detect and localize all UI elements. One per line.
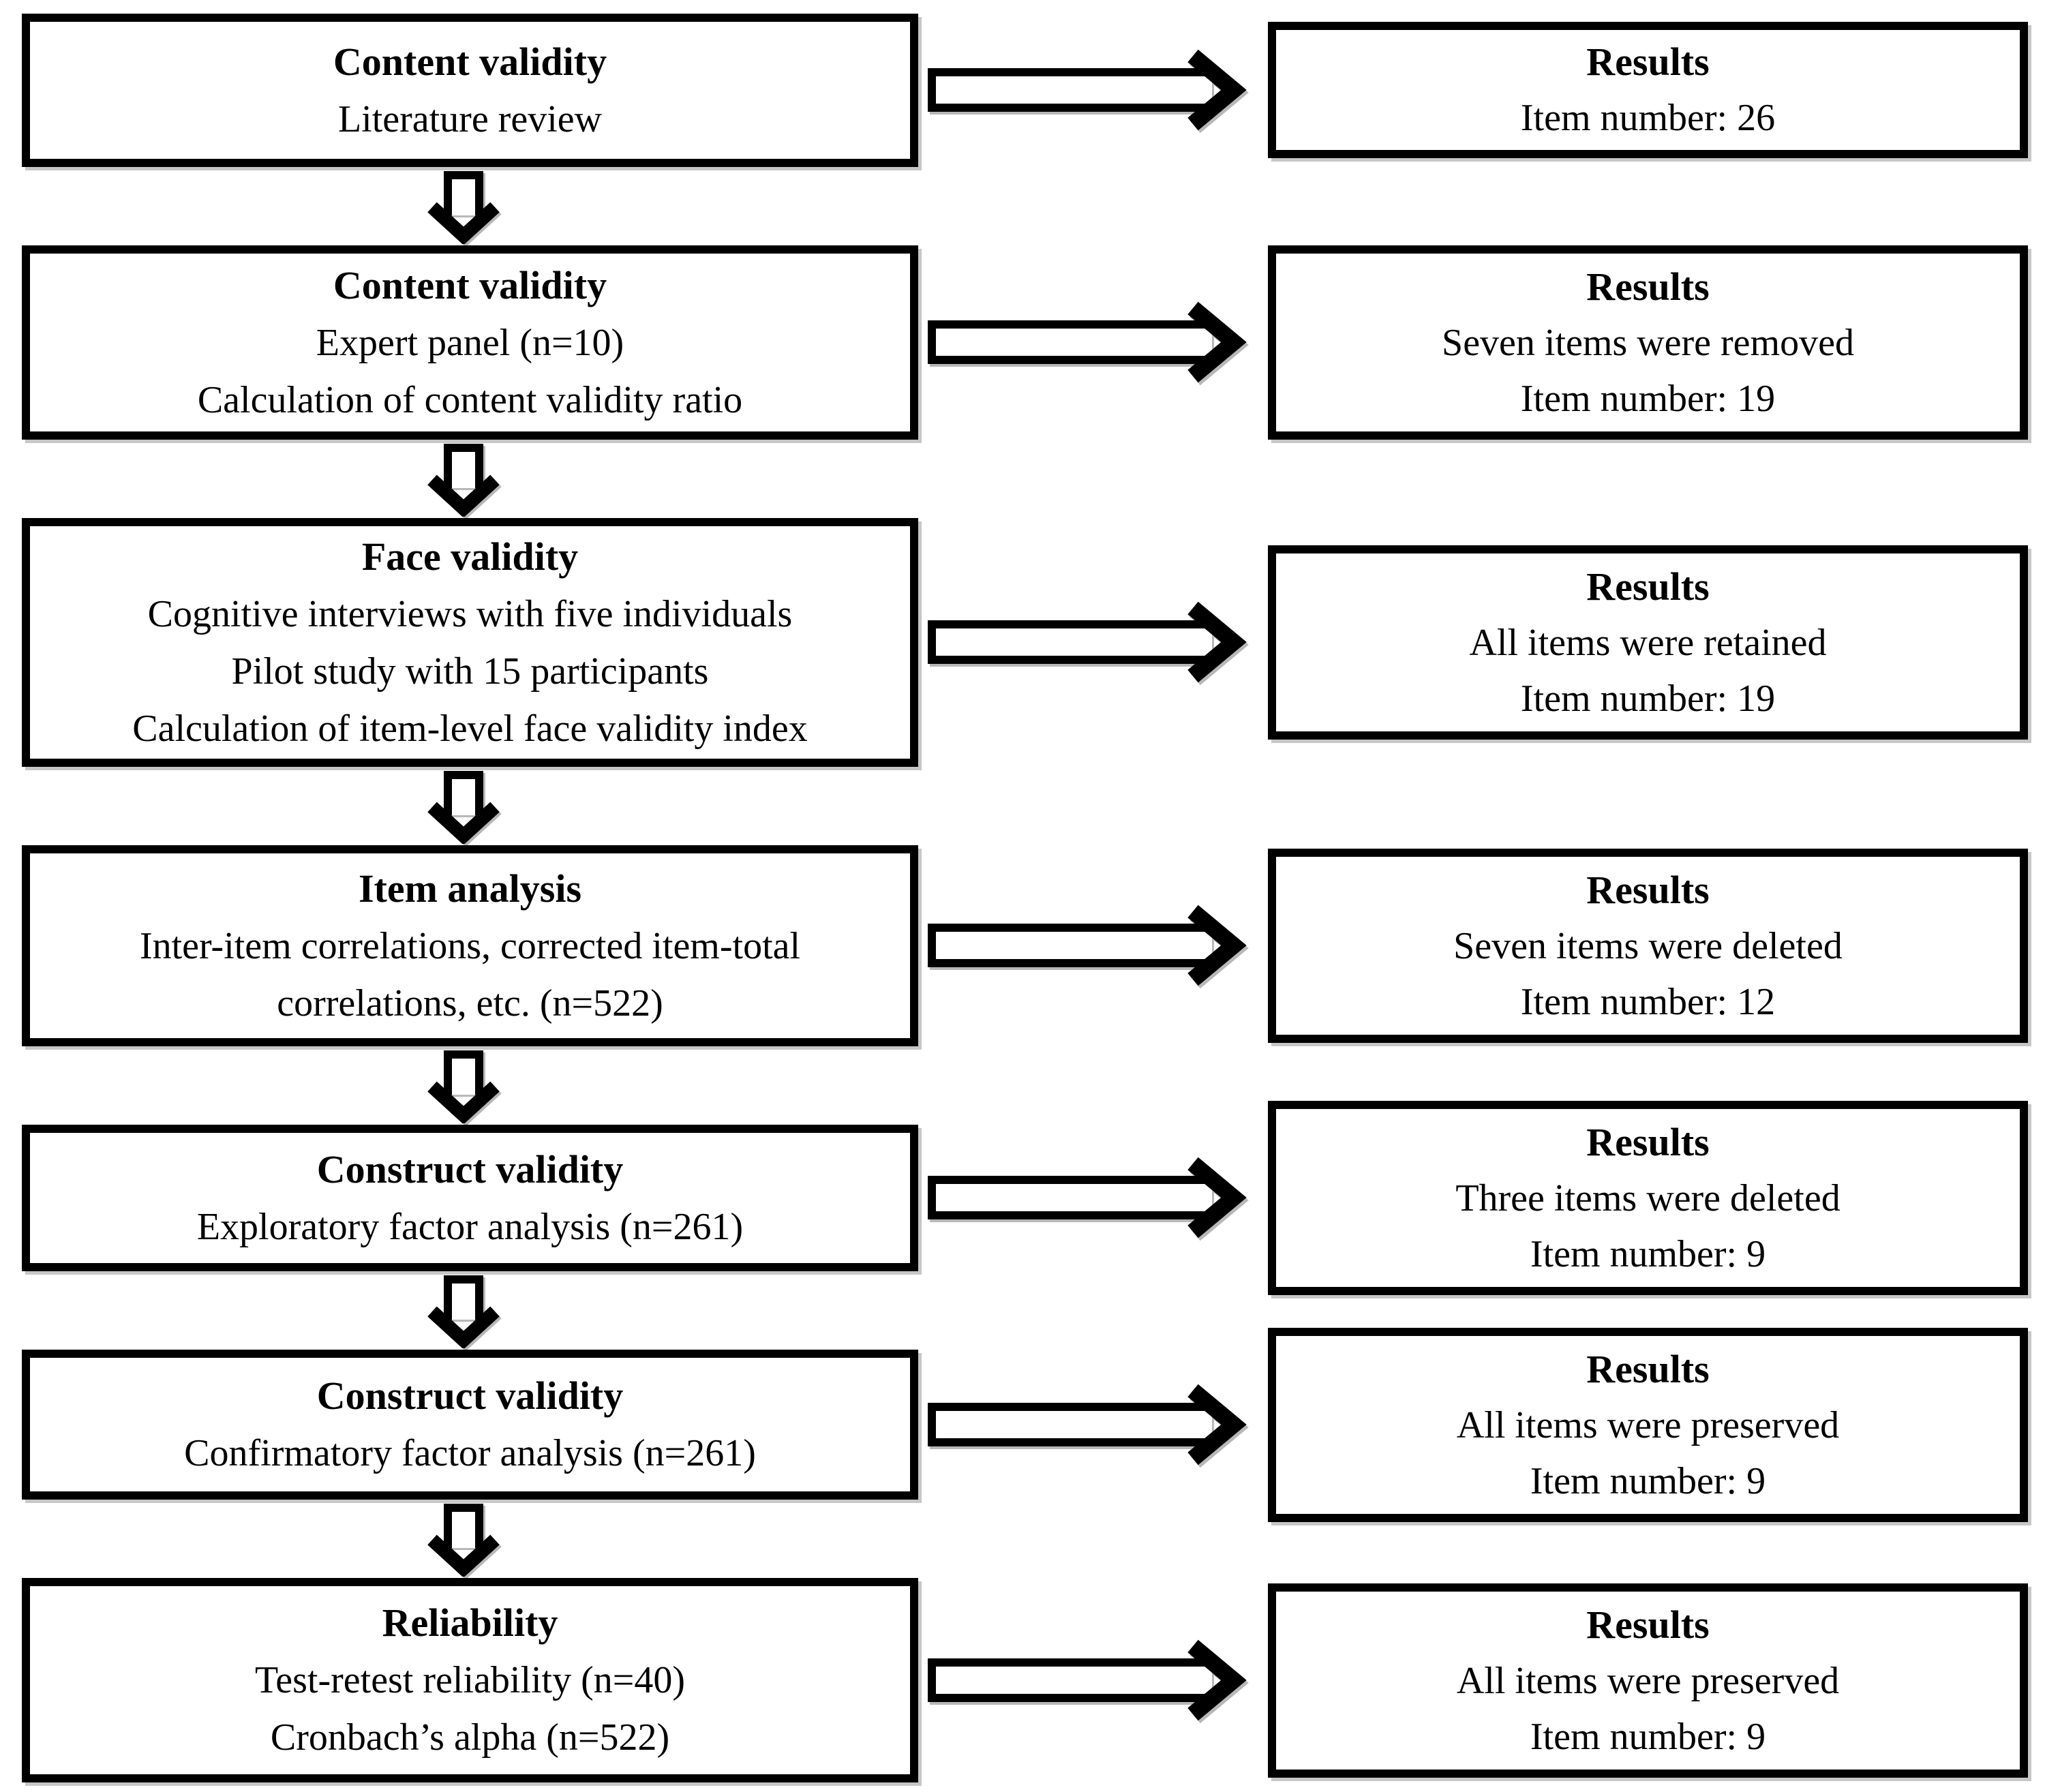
result-line: Item number: 19 bbox=[1520, 677, 1776, 720]
arrow-down-icon bbox=[409, 1048, 518, 1123]
arrow-right-icon bbox=[926, 1140, 1267, 1256]
step-box-construct-validity-cfa: Construct validity Confirmatory factor a… bbox=[22, 1350, 918, 1500]
step-line: Literature review bbox=[337, 97, 603, 140]
step-line: Test-retest reliability (n=40) bbox=[254, 1659, 685, 1701]
step-title: Construct validity bbox=[316, 1146, 624, 1191]
result-box-7: Results All items were preserved Item nu… bbox=[1268, 1583, 2028, 1778]
step-line: Inter-item correlations, corrected item-… bbox=[139, 924, 801, 967]
step-line: Expert panel (n=10) bbox=[316, 321, 624, 364]
result-line: All items were preserved bbox=[1456, 1659, 1840, 1702]
result-line: Item number: 12 bbox=[1520, 980, 1776, 1023]
result-line: All items were retained bbox=[1469, 621, 1827, 664]
arrow-right-icon bbox=[926, 32, 1267, 148]
arrow-down-icon bbox=[409, 1502, 518, 1577]
result-line: Seven items were deleted bbox=[1453, 924, 1843, 967]
step-box-reliability: Reliability Test-retest reliability (n=4… bbox=[22, 1578, 918, 1782]
step-title: Content validity bbox=[333, 39, 607, 84]
step-box-construct-validity-efa: Construct validity Exploratory factor an… bbox=[22, 1125, 918, 1271]
step-title: Face validity bbox=[361, 534, 579, 579]
step-line: Pilot study with 15 participants bbox=[231, 650, 709, 693]
arrow-right-icon bbox=[926, 1622, 1267, 1738]
step-line: Confirmatory factor analysis (n=261) bbox=[184, 1432, 756, 1474]
step-title: Content validity bbox=[333, 262, 607, 307]
result-title: Results bbox=[1586, 867, 1710, 912]
result-line: Item number: 9 bbox=[1530, 1232, 1766, 1275]
result-line: Item number: 26 bbox=[1520, 97, 1776, 139]
result-title: Results bbox=[1586, 1346, 1710, 1391]
result-title: Results bbox=[1586, 1119, 1710, 1164]
step-line: Exploratory factor analysis (n=261) bbox=[196, 1205, 744, 1248]
step-box-content-validity-1: Content validity Literature review bbox=[22, 14, 918, 167]
result-line: All items were preserved bbox=[1456, 1403, 1840, 1446]
step-line: Calculation of item-level face validity … bbox=[132, 707, 808, 750]
result-box-3: Results All items were retained Item num… bbox=[1268, 545, 2028, 740]
step-line: Cronbach’s alpha (n=522) bbox=[270, 1716, 670, 1759]
step-line: Cognitive interviews with five individua… bbox=[147, 592, 793, 635]
arrow-right-icon bbox=[926, 1367, 1267, 1483]
step-box-content-validity-2: Content validity Expert panel (n=10) Cal… bbox=[22, 245, 918, 440]
result-box-6: Results All items were preserved Item nu… bbox=[1268, 1328, 2028, 1522]
arrow-right-icon bbox=[926, 887, 1267, 1003]
result-title: Results bbox=[1586, 264, 1710, 309]
arrow-down-icon bbox=[409, 1273, 518, 1348]
result-line: Item number: 9 bbox=[1530, 1715, 1766, 1758]
result-title: Results bbox=[1586, 564, 1710, 609]
result-box-5: Results Three items were deleted Item nu… bbox=[1268, 1101, 2028, 1295]
result-line: Item number: 19 bbox=[1520, 377, 1776, 420]
step-line: correlations, etc. (n=522) bbox=[277, 982, 663, 1024]
step-title: Reliability bbox=[382, 1600, 558, 1645]
arrow-right-icon bbox=[926, 584, 1267, 700]
result-box-2: Results Seven items were removed Item nu… bbox=[1268, 245, 2028, 440]
arrow-down-icon bbox=[409, 769, 518, 844]
result-line: Seven items were removed bbox=[1442, 321, 1854, 364]
step-box-item-analysis: Item analysis Inter-item correlations, c… bbox=[22, 845, 918, 1046]
result-box-1: Results Item number: 26 bbox=[1268, 22, 2028, 158]
arrow-down-icon bbox=[409, 442, 518, 517]
step-title: Item analysis bbox=[358, 866, 582, 911]
result-line: Three items were deleted bbox=[1455, 1176, 1840, 1219]
result-title: Results bbox=[1586, 40, 1710, 84]
result-line: Item number: 9 bbox=[1530, 1459, 1766, 1502]
arrow-down-icon bbox=[409, 169, 518, 244]
result-title: Results bbox=[1586, 1602, 1710, 1647]
step-title: Construct validity bbox=[316, 1373, 624, 1418]
result-box-4: Results Seven items were deleted Item nu… bbox=[1268, 849, 2028, 1043]
step-line: Calculation of content validity ratio bbox=[197, 378, 743, 421]
step-box-face-validity: Face validity Cognitive interviews with … bbox=[22, 518, 918, 767]
arrow-right-icon bbox=[926, 284, 1267, 400]
